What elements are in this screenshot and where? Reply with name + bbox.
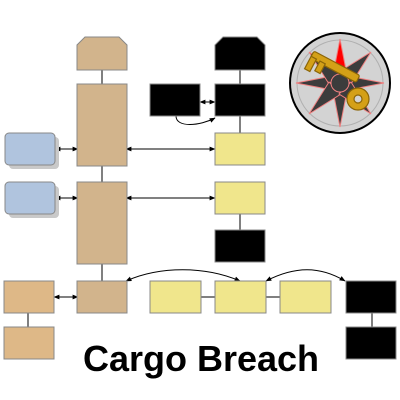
game-title: Cargo Breach [82, 338, 320, 379]
orange-tan-node [3, 326, 55, 360]
yellow-node [214, 132, 266, 166]
black-node [345, 326, 397, 360]
yellow-node [214, 181, 266, 215]
key-icon [303, 51, 370, 111]
orange-tan-node [3, 280, 55, 314]
black-node [149, 83, 201, 117]
tan-room-node [76, 181, 128, 265]
blue-node [4, 132, 56, 166]
yellow-node [214, 280, 267, 314]
star-points [295, 38, 385, 128]
curved-arrow-connector [175, 115, 216, 125]
blue-node [4, 181, 56, 215]
black-hexagon-node [214, 36, 266, 71]
black-node [214, 229, 266, 263]
black-node [345, 280, 397, 314]
tan-hexagon-node [76, 36, 128, 71]
yellow-node [279, 280, 332, 314]
yellow-node [149, 280, 202, 314]
tan-room-node [76, 280, 128, 314]
curved-arrow-connector [125, 269, 241, 282]
nodes [3, 36, 397, 360]
tan-room-node [76, 83, 128, 167]
compass-star-key-emblem [289, 32, 391, 134]
black-node [214, 83, 266, 117]
curved-arrow-connector [265, 269, 346, 282]
